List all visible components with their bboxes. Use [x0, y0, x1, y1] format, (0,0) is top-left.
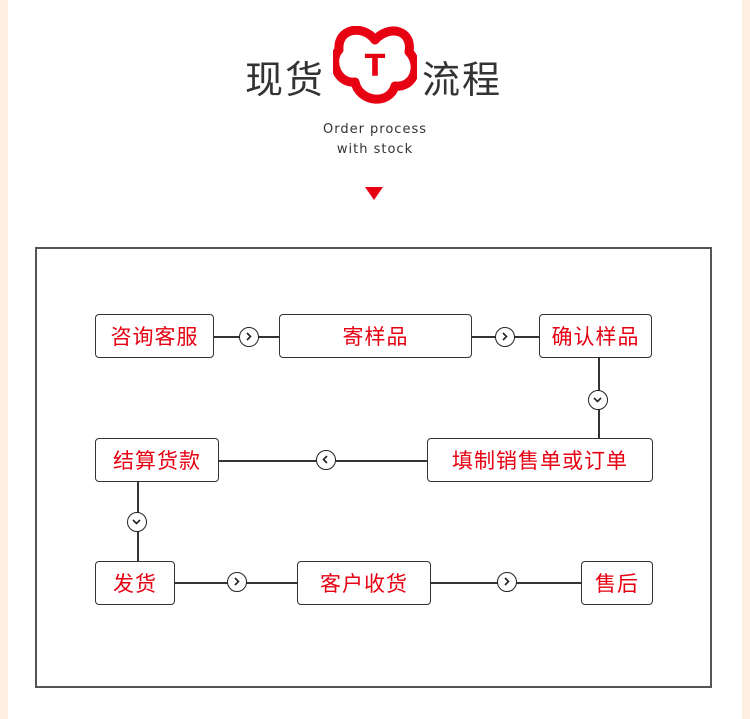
- flow-frame: [35, 247, 712, 688]
- step-fill-sales-order: 填制销售单或订单: [427, 438, 653, 482]
- step-consult-service: 咨询客服: [95, 314, 214, 358]
- subtitle-line2: with stock: [336, 142, 414, 157]
- step-send-samples: 寄样品: [279, 314, 472, 358]
- chevron-right-circle-icon: [227, 572, 247, 592]
- chevron-down-circle-icon: [127, 512, 147, 532]
- chevron-right-circle-icon: [495, 327, 515, 347]
- step-settle-payment: 结算货款: [95, 438, 219, 482]
- logo-icon: T: [333, 26, 417, 104]
- title-right: 流程: [422, 58, 503, 102]
- chevron-down-circle-icon: [588, 390, 608, 410]
- down-triangle-icon: [365, 187, 383, 200]
- chevron-left-circle-icon: [316, 450, 336, 470]
- step-ship-goods: 发货: [95, 561, 175, 605]
- title-left: 现货: [245, 58, 326, 102]
- step-customer-receipt: 客户收货: [297, 561, 431, 605]
- logo-letter: T: [365, 49, 386, 84]
- step-confirm-samples: 确认样品: [539, 314, 652, 358]
- subtitle-line1: Order process: [322, 122, 428, 137]
- step-after-sales: 售后: [581, 561, 653, 605]
- chevron-right-circle-icon: [497, 572, 517, 592]
- chevron-right-circle-icon: [239, 327, 259, 347]
